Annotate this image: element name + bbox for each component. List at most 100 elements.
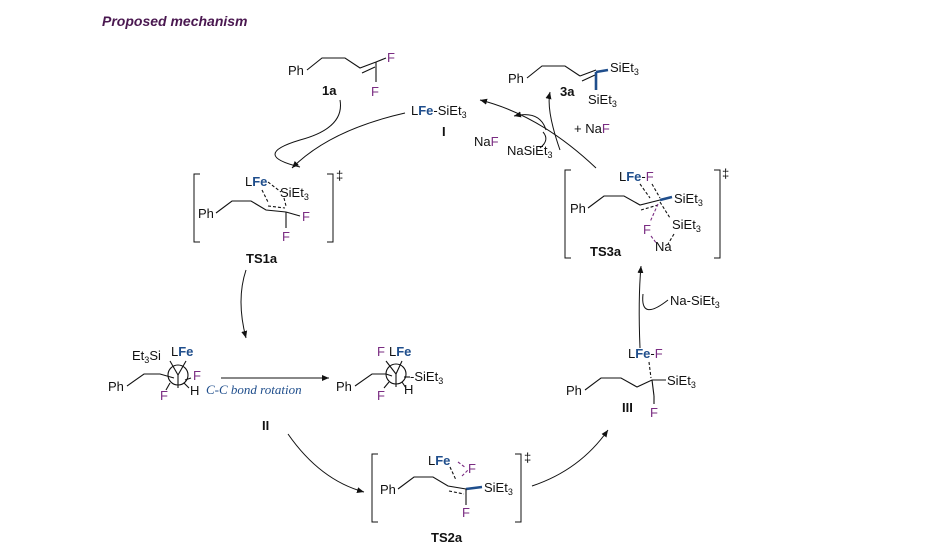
chain-bond: [526, 65, 581, 79]
chain-bond: [397, 476, 467, 490]
back-bond: [383, 381, 390, 389]
sodium-label: Na: [655, 239, 672, 254]
fluorine-label: F: [193, 368, 201, 383]
compound-label-3a: 3a: [560, 84, 575, 99]
front-bond: [385, 360, 397, 375]
c-f-dashed: [461, 469, 469, 477]
transition-state-TS2a: ‡ LFe F Ph SiEt3 F TS2a: [371, 450, 531, 545]
partial-double-bond: [448, 490, 465, 495]
phenyl-label: Ph: [570, 201, 586, 216]
left-bracket: [193, 173, 200, 243]
rotation-annotation: C-C bond rotation: [206, 382, 302, 397]
fluorine-label: F: [387, 50, 395, 65]
si-c-dashed: [283, 197, 287, 207]
double-bond: [579, 69, 597, 77]
arrow-nasiet3-entry: [642, 293, 669, 310]
partial-double-bond: [640, 204, 659, 211]
arrow-TS3a-to-I: [479, 98, 597, 169]
arrow-TS2a-to-III: [531, 429, 609, 487]
siet3-label: SiEt3: [674, 191, 703, 208]
double-bond-inner: [581, 74, 596, 82]
naf-byproduct: NaF: [474, 134, 499, 149]
fluorine-label: F: [160, 388, 168, 403]
c-si-bond: [659, 195, 673, 202]
front-bond: [177, 360, 187, 376]
left-bracket: [371, 453, 378, 523]
c-si-dashed: [659, 201, 671, 219]
left-bracket: [564, 169, 571, 259]
compound-3a: Ph SiEt3 SiEt3 3a: [508, 60, 639, 109]
siet3-label: SiEt3: [280, 185, 309, 202]
siet3-label: SiEt3: [484, 480, 513, 497]
lfe-label: LFe: [428, 453, 450, 468]
siet3-label: SiEt3: [672, 217, 701, 234]
lfe-label: LFe: [245, 174, 267, 189]
fluorine-label: F: [650, 405, 658, 420]
c-si-bond: [465, 485, 483, 491]
double-bond: [361, 66, 376, 74]
hydrogen-label: H: [190, 383, 199, 398]
chain-bond: [215, 200, 287, 214]
phenyl-label: Ph: [108, 379, 124, 394]
phenyl-label: Ph: [336, 379, 352, 394]
front-bond: [395, 360, 403, 375]
arrow-1a-entry: [274, 99, 341, 168]
dagger-symbol: ‡: [336, 168, 343, 183]
transition-state-TS3a: ‡ LFe-F Ph SiEt3 SiEt3 F Na TS3a: [564, 166, 729, 259]
arrow-naf-release: [513, 111, 547, 131]
siet3-label: SiEt3: [610, 60, 639, 77]
c-si-bond: [595, 68, 609, 74]
c-f-dashed: [649, 203, 659, 223]
siet3-label: SiEt3: [667, 373, 696, 390]
fluorine-label: F: [371, 84, 379, 99]
chain-bond: [306, 57, 377, 71]
nasiet3-reagent: NaSiEt3: [507, 143, 552, 160]
chain-bond: [126, 373, 175, 387]
transition-state-TS1a: ‡ LFe SiEt3 Ph F F TS1a: [193, 168, 343, 266]
chain-bond: [584, 377, 666, 391]
compound-label-II: II: [262, 418, 269, 433]
arrow-TS1a-to-II: [240, 269, 248, 339]
cf-bond: [375, 57, 387, 63]
right-bracket: [327, 173, 334, 243]
compound-label-TS3a: TS3a: [590, 244, 622, 259]
arrow-III-to-TS3a: [637, 265, 644, 349]
fe-c-dashed: [261, 189, 269, 203]
lfe-label: LFe: [171, 344, 193, 359]
phenyl-label: Ph: [566, 383, 582, 398]
front-bond: [169, 360, 179, 376]
right-bracket: [515, 453, 522, 523]
arrow-3a-release: [545, 91, 561, 151]
catalyst-formula: LFe-SiEt3: [411, 103, 467, 120]
chain-bond: [587, 195, 661, 209]
back-bond: [401, 381, 407, 389]
fe-c-hashed: [648, 361, 652, 379]
fluorine-label: F: [462, 505, 470, 520]
intermediate-II-right: F LFe Ph -SiEt3 H F: [336, 344, 443, 403]
cf-bond: [285, 211, 301, 217]
hydrogen-label: H: [404, 382, 413, 397]
partial-double-bond: [267, 205, 286, 209]
fe-c-dashed: [639, 183, 651, 199]
catalyst-I: LFe-SiEt3 I: [411, 103, 467, 139]
phenyl-label: Ph: [288, 63, 304, 78]
back-bond: [183, 382, 190, 389]
fluorine-label: F: [282, 229, 290, 244]
compound-label-1a: 1a: [322, 83, 337, 98]
lfe-f-label: LFe-F: [628, 346, 663, 361]
chain-bond: [354, 373, 393, 387]
naf-byproduct-2: + NaF: [574, 121, 610, 136]
phenyl-label: Ph: [198, 206, 214, 221]
fe-f-dashed: [457, 461, 467, 469]
lfe-label: LFe: [389, 344, 411, 359]
compound-label-I: I: [442, 124, 446, 139]
compound-label-TS1a: TS1a: [246, 251, 278, 266]
compound-1a: Ph F F 1a: [288, 50, 395, 99]
si-na-dashed: [667, 233, 675, 245]
fluorine-label: F: [377, 344, 385, 359]
right-bracket: [714, 169, 721, 259]
dagger-symbol: ‡: [524, 450, 531, 465]
arrow-I-to-TS1a: [291, 112, 406, 169]
siet3-label: -SiEt3: [410, 369, 443, 386]
